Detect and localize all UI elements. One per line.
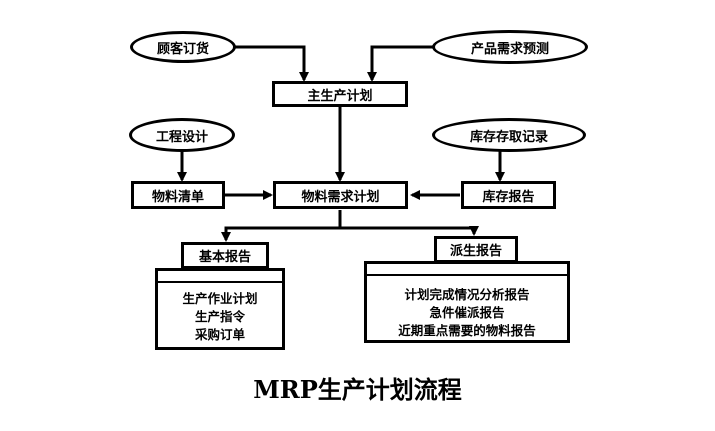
list-item: 计划完成情况分析报告 — [404, 287, 530, 302]
list-item: 急件催派报告 — [429, 305, 505, 320]
engineering-design-node: 工程设计 — [129, 118, 235, 152]
list-item: 近期重点需要的物料报告 — [398, 323, 536, 338]
edge-mrp-to-basic-reports — [221, 226, 340, 242]
basic-report-list: 生产作业计划 生产指令 采购订单 — [158, 290, 282, 344]
basic-reports-panel: 生产作业计划 生产指令 采购订单 — [155, 268, 285, 350]
master-production-schedule-node: 主生产计划 — [272, 81, 408, 107]
inventory-records-node: 库存存取记录 — [432, 118, 586, 152]
customer-order-node: 顾客订货 — [130, 31, 236, 63]
edge-forecast-to-master-plan — [367, 45, 434, 82]
bill-of-materials-node: 物料清单 — [131, 181, 225, 209]
basic-reports-label: 基本报告 — [181, 242, 269, 269]
edge-mrp-to-derived-reports — [340, 226, 479, 236]
list-item: 生产指令 — [194, 309, 245, 324]
derived-reports-panel: 计划完成情况分析报告 急件催派报告 近期重点需要的物料报告 — [364, 261, 570, 343]
inventory-report-node: 库存报告 — [461, 181, 556, 209]
list-item: 生产作业计划 — [182, 291, 258, 306]
derived-report-list: 计划完成情况分析报告 急件催派报告 近期重点需要的物料报告 — [367, 286, 567, 340]
diagram-caption: MRP生产计划流程 — [253, 375, 462, 404]
edge-customer-order-to-master-plan — [234, 45, 309, 82]
list-item: 采购订单 — [194, 327, 245, 342]
product-demand-forecast-node: 产品需求预测 — [432, 30, 588, 64]
derived-reports-strip — [367, 264, 567, 276]
derived-reports-label: 派生报告 — [434, 236, 518, 263]
mrp-node: 物料需求计划 — [273, 181, 408, 209]
basic-reports-strip — [158, 271, 282, 283]
